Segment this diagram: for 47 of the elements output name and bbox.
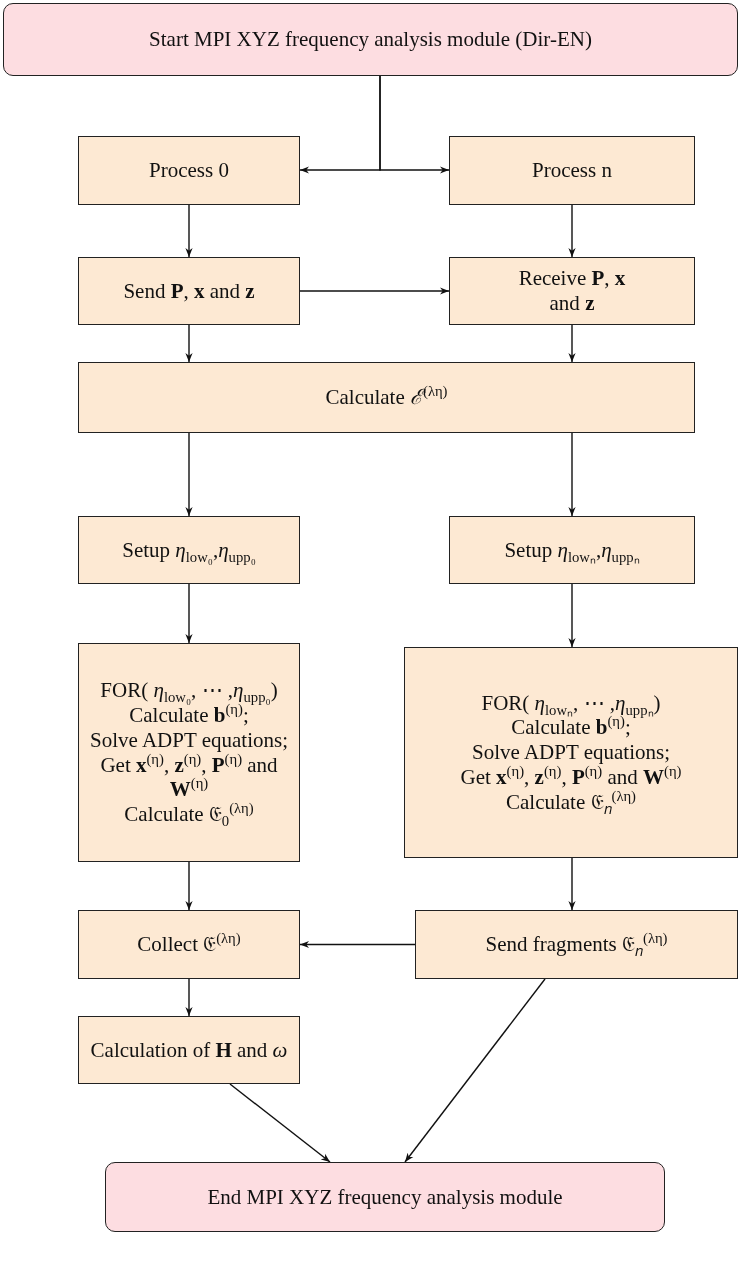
- box-text: Process n: [532, 158, 612, 183]
- process-box: [449, 136, 695, 205]
- process-box: [449, 516, 695, 584]
- terminal-box: [3, 3, 738, 76]
- arrow: [185, 204, 193, 258]
- box-text: Collect 𝔈$^{(λη)}$: [137, 932, 241, 957]
- process-box: [78, 136, 300, 205]
- process-box: [78, 362, 695, 433]
- arrow: [379, 75, 450, 174]
- arrow: [568, 204, 576, 258]
- process-box: [78, 257, 300, 325]
- terminal-box: [105, 1162, 665, 1232]
- box-text: Send P, x and z: [123, 278, 255, 304]
- process-box: [78, 643, 300, 862]
- arrow: [568, 432, 576, 517]
- box-text: Process 0: [149, 158, 229, 183]
- box-text: Get x$^{(η)}$, z$^{(η)}$, P$^{(η)}$ and W$^{(η)}$: [460, 764, 682, 790]
- arrow: [568, 857, 576, 911]
- box-text: Calculation of H and ω: [90, 1037, 288, 1063]
- arrow: [568, 583, 576, 648]
- arrow: [299, 287, 450, 295]
- process-box: [78, 516, 300, 584]
- box-text: Solve ADPT equations;: [90, 727, 288, 753]
- box-text: Start MPI XYZ frequency analysis module (Dir-EN): [149, 27, 592, 52]
- arrow: [185, 324, 193, 363]
- arrow: [185, 978, 193, 1017]
- box-text: End MPI XYZ frequency analysis module: [207, 1184, 563, 1210]
- box-text: Solve ADPT equations;: [472, 740, 670, 765]
- arrow: [185, 583, 193, 644]
- box-text: Receive P, x and z: [517, 266, 627, 316]
- process-box: [78, 910, 300, 979]
- arrow: [299, 940, 416, 949]
- arrow: [229, 1083, 331, 1163]
- arrow: [404, 978, 546, 1163]
- arrow: [185, 861, 193, 911]
- process-box: [415, 910, 738, 979]
- box-text: FOR( η$_{low₀}$, ⋯ ,η$_{upp₀}$): [100, 678, 278, 703]
- process-box: [449, 257, 695, 325]
- process-box: [78, 1016, 300, 1084]
- arrow: [568, 324, 576, 363]
- box-text: FOR( η$_{lowₙ}$, ⋯ ,η$_{uppₙ}$): [481, 690, 661, 716]
- arrow: [185, 432, 193, 517]
- box-text: Setup η$_{low₀}$,η$_{upp₀}$: [122, 537, 256, 563]
- box-text: Setup η$_{lowₙ}$,η$_{uppₙ}$: [504, 537, 640, 563]
- box-text: Get x$^{(η)}$, z$^{(η)}$, P$^{(η)}$ and W$^{(η)}$: [99, 752, 278, 803]
- box-text: Calculate ℰ$^{(λη)}$: [325, 385, 448, 410]
- process-box: [404, 647, 738, 858]
